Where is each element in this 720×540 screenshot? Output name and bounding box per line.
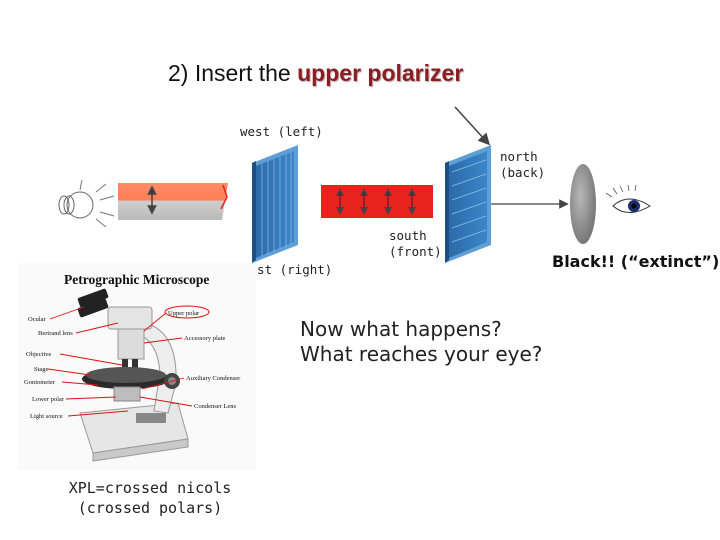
caption-line1: XPL=crossed nicols xyxy=(50,478,250,498)
microscope-image: Petrographic Microscope Ocular Bertrand … xyxy=(18,263,256,470)
part-aux-condenser: Auxiliary Condenser xyxy=(186,375,241,382)
part-stage: Stage xyxy=(34,366,49,373)
microscope-drawing: Petrographic Microscope Ocular Bertrand … xyxy=(18,263,256,470)
part-ocular: Ocular xyxy=(28,316,47,323)
part-light-source: Light source xyxy=(30,413,63,420)
part-lower-polar: Lower polar xyxy=(32,396,65,403)
label-south: south (front) xyxy=(389,228,442,260)
pointer-arrow xyxy=(455,107,486,141)
part-bertrand: Bertrand lens xyxy=(38,330,73,337)
question-line1: Now what happens? xyxy=(300,317,542,342)
part-condenser-lens: Condenser Lens xyxy=(194,403,237,410)
eye-icon xyxy=(606,185,650,213)
part-accessory-plate: Accessory plate xyxy=(184,335,225,342)
part-goniometer: Goniometer xyxy=(24,379,56,386)
part-upper-polar: Upper polar xyxy=(168,310,200,317)
lower-polarizer xyxy=(252,145,298,263)
caption-line2: (crossed polars) xyxy=(50,498,250,518)
upper-polarizer xyxy=(445,145,491,263)
label-south-line2: (front) xyxy=(389,244,442,260)
result-text: Black!! (“extinct”) xyxy=(552,252,719,271)
label-south-line1: south xyxy=(389,228,442,244)
label-north: north (back) xyxy=(500,149,545,181)
label-west: west (left) xyxy=(240,124,323,140)
caption: XPL=crossed nicols (crossed polars) xyxy=(50,478,250,518)
ocular-lens xyxy=(570,164,596,244)
lamp-icon xyxy=(59,180,114,227)
label-north-line2: (back) xyxy=(500,165,545,181)
question-block: Now what happens? What reaches your eye? xyxy=(300,317,542,367)
part-objective: Objective xyxy=(26,351,51,358)
polarized-beam xyxy=(321,185,433,218)
question-line2: What reaches your eye? xyxy=(300,342,542,367)
unpolarized-beam xyxy=(118,183,228,220)
label-north-line1: north xyxy=(500,149,545,165)
microscope-title: Petrographic Microscope xyxy=(64,272,209,287)
